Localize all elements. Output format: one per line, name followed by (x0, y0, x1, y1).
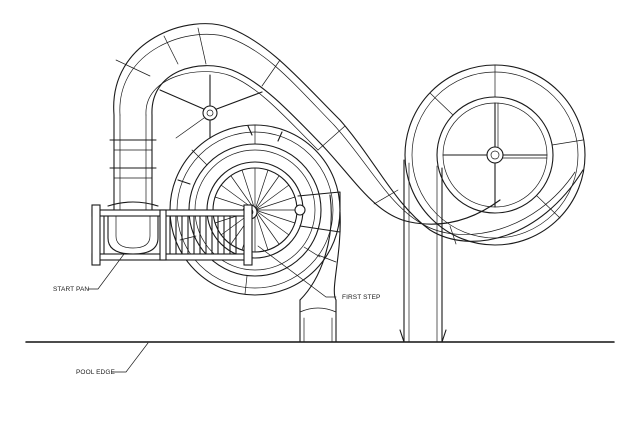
left-support-column (299, 299, 337, 343)
upper-strut-hub (202, 105, 218, 121)
right-loop (404, 64, 586, 246)
pool-edge-leader (111, 342, 149, 373)
exit-flume (299, 194, 341, 301)
vertical-chute (107, 114, 159, 211)
right-support-column (399, 159, 447, 343)
first-step-leader (257, 245, 337, 298)
s-curve-flume (113, 23, 584, 245)
start-platform (91, 204, 253, 266)
pool-edge-label: POOL EDGE (76, 369, 116, 376)
start-pan-leader (87, 253, 125, 290)
first-step-label: FIRST STEP (342, 294, 380, 301)
railing-balusters (103, 215, 237, 255)
right-loop-hub (486, 146, 504, 164)
spiral-side-hub (294, 204, 306, 216)
upper-strut (159, 74, 263, 139)
start-pan-label: START PAN (53, 286, 89, 293)
